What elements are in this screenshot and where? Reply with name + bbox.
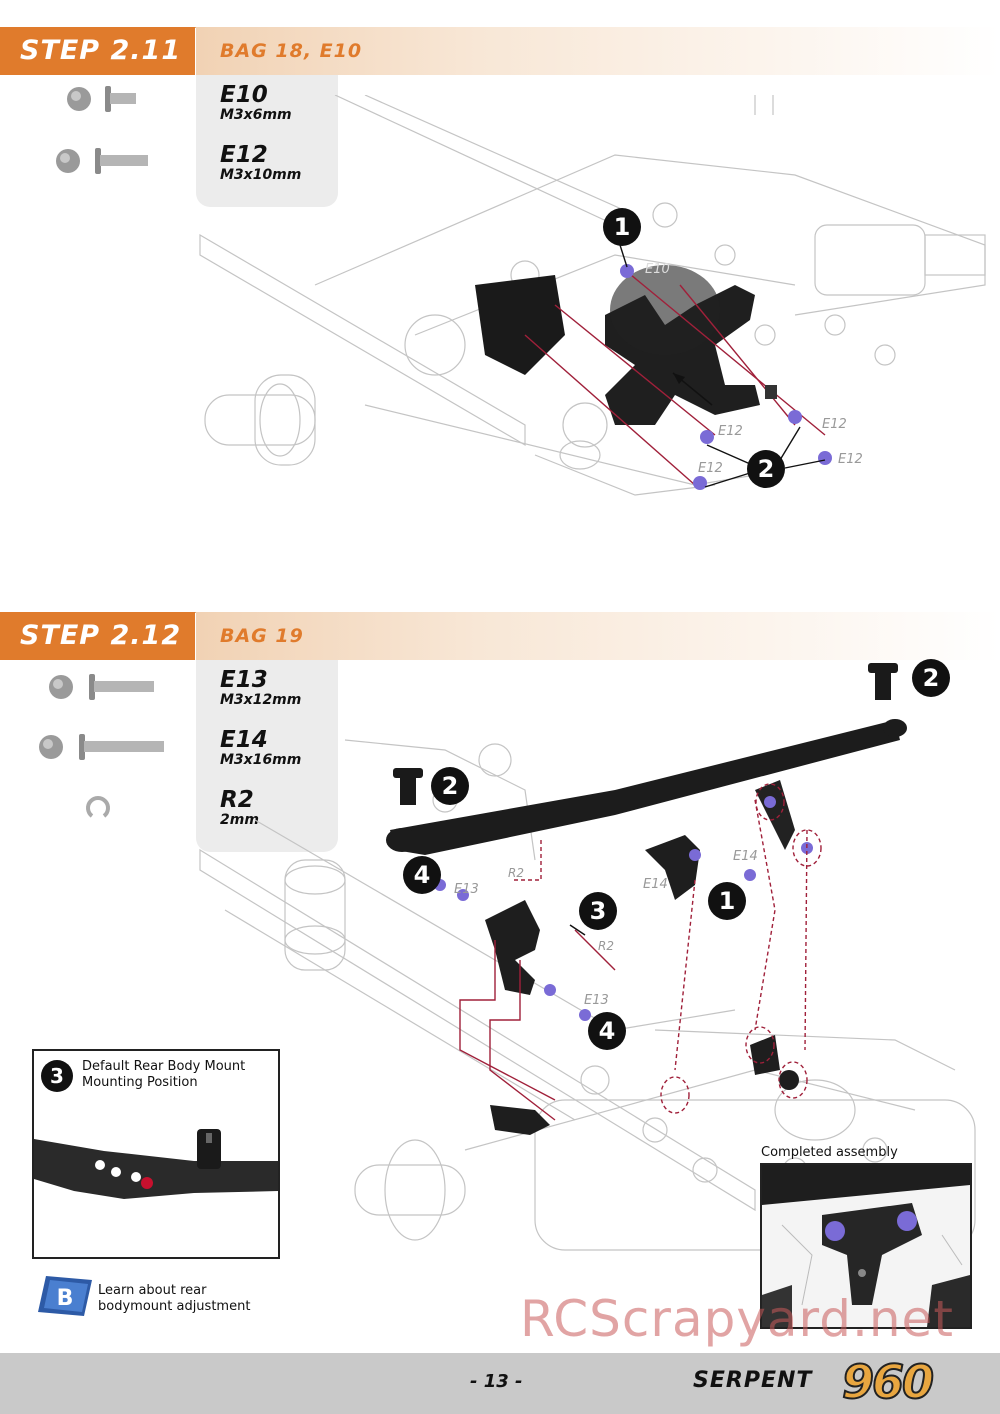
label-e12: E12 [822,417,847,432]
part-e10: E10 M3x6mm [220,83,292,123]
step-title: STEP 2.11 [0,27,195,75]
badge-1: 1 [603,208,641,246]
parts-list: E10 M3x6mm E12 M3x10mm [196,75,338,207]
label-e14: E14 [733,849,758,864]
mount-detail-illustration [34,1129,278,1199]
label-e13: E13 [454,882,479,897]
callout-line1: Default Rear Body Mount [82,1059,246,1074]
part-size: M3x12mm [220,692,302,708]
label-r2: R2 [598,939,614,953]
svg-text:4: 4 [414,861,431,889]
svg-text:1: 1 [614,213,631,241]
step2-illustration [199,663,976,1251]
label-e10: E10 [645,262,670,277]
screw-e10 [620,264,634,278]
learn-line1: Learn about rear [98,1283,207,1298]
screw-e14-icon [39,734,164,760]
screws-e12 [693,410,832,490]
body-mount-part [475,265,760,425]
learn-link[interactable]: Learn about rear bodymount adjustment [98,1283,250,1315]
svg-text:3: 3 [590,897,607,925]
badge-4: 4 [403,856,441,894]
part-code: E13 [220,667,268,693]
svg-text:2: 2 [442,772,459,800]
brand-name: SERPENT [693,1368,813,1393]
default-position-callout: 3 Default Rear Body Mount Mounting Posit… [32,1049,280,1259]
label-e12: E12 [838,452,863,467]
svg-text:2: 2 [923,664,940,692]
callout-line2: Mounting Position [82,1075,198,1090]
label-r2: R2 [508,866,524,880]
svg-text:2: 2 [758,455,775,483]
footer-bar [0,1353,1000,1414]
svg-text:1: 1 [719,887,736,915]
screw-icons [39,674,164,818]
screw-e13-icon [49,674,154,700]
part-code: E14 [220,727,268,753]
screw-e12-icon [56,148,148,174]
watermark: RCScrapyard.net [520,1290,954,1348]
badge-2: 2 [431,767,469,805]
part-e12: E12 M3x10mm [220,143,301,183]
body-post-screws [393,663,898,805]
badge-3: 3 [579,892,617,930]
label-e14: E14 [643,877,668,892]
part-size: 2mm [220,812,259,828]
part-e13: E13 M3x12mm [220,668,301,708]
model-number: 960 [841,1354,935,1410]
parts-list: E13 M3x12mm E14 M3x16mm R2 2mm [196,660,338,852]
screw-icons [56,86,148,174]
part-code: E12 [220,142,268,168]
completed-assembly-image [760,1163,972,1329]
label-e12: E12 [718,424,743,439]
part-size: M3x16mm [220,752,302,768]
part-r2: R2 2mm [220,788,259,828]
part-size: M3x6mm [220,107,292,123]
svg-text:3: 3 [50,1064,64,1088]
completed-assembly-illustration [762,1165,970,1327]
part-size: M3x10mm [220,167,302,183]
badge-2: 2 [912,659,950,697]
callout-text: Default Rear Body Mount Mounting Positio… [82,1059,245,1091]
label-e13: E13 [584,993,609,1008]
learn-line2: bodymount adjustment [98,1299,251,1314]
mount-parts [485,835,799,1135]
step-title: STEP 2.12 [0,612,195,660]
svg-text:4: 4 [599,1017,616,1045]
part-code: R2 [220,787,254,813]
bag-label: BAG 18, E10 [196,27,1000,75]
completed-label: Completed assembly [761,1145,898,1160]
page-number: - 13 - [470,1371,523,1392]
badge-4: 4 [588,1012,626,1050]
svg-text:B: B [57,1286,74,1311]
part-e14: E14 M3x16mm [220,728,301,768]
badge-3: 3 [41,1060,73,1092]
badge-1: 1 [708,882,746,920]
step1-illustration [199,95,986,496]
e-clip-icon [86,796,110,818]
badge-2: 2 [747,450,785,488]
part-code: E10 [220,82,268,108]
rear-body-post [386,719,907,855]
screw-e10-icon [67,86,136,112]
book-b-icon[interactable]: B [36,1274,94,1318]
bag-label: BAG 19 [196,612,1000,660]
label-e12: E12 [698,461,723,476]
